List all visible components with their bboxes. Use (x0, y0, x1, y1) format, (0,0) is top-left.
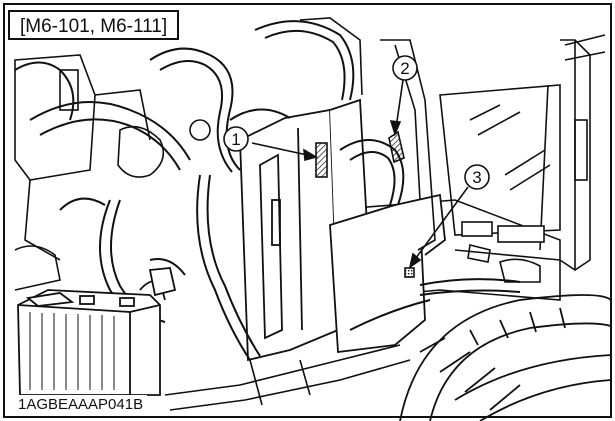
callout-2-number: 2 (400, 59, 409, 78)
component-3 (404, 267, 415, 278)
chassis (164, 344, 411, 411)
callout-3: 3 (464, 164, 490, 190)
rear-tire (399, 294, 612, 421)
cab-window (439, 34, 606, 271)
callout-3-number: 3 (472, 168, 481, 187)
callout-1-number: 1 (231, 130, 240, 149)
hoses (14, 20, 521, 361)
callout-2: 2 (392, 55, 418, 81)
component-1 (315, 142, 328, 178)
battery (17, 267, 177, 396)
figure-id: 1AGBEAAAP041B (14, 395, 148, 415)
callout-leaders (251, 79, 469, 269)
engine-block (14, 54, 211, 291)
callout-1: 1 (223, 126, 249, 152)
model-label: [M6-101, M6-111] (8, 10, 180, 40)
